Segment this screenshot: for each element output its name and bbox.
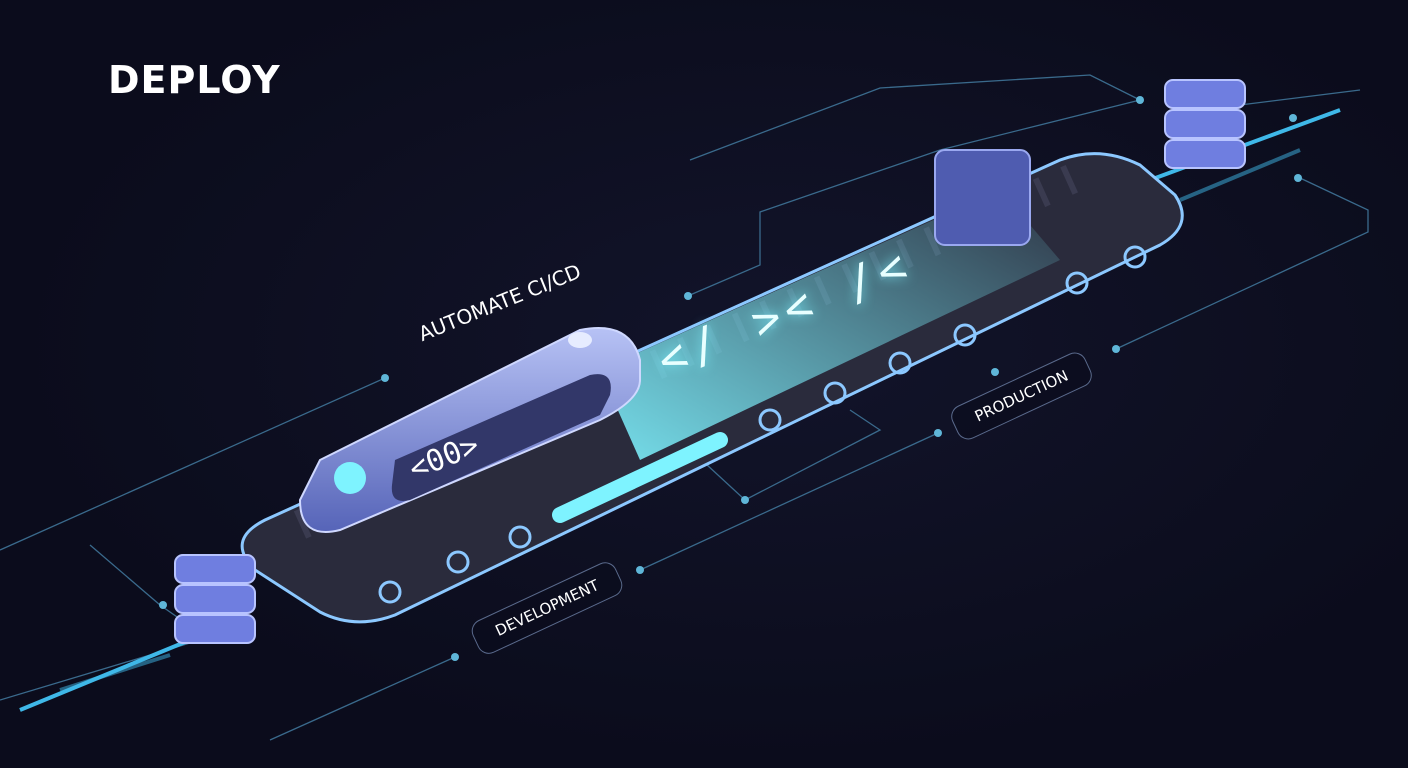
circuit-lines xyxy=(0,74,1369,741)
server-icon-right xyxy=(1164,79,1246,169)
belt-rollers xyxy=(378,245,1147,604)
circuit-nodes xyxy=(159,96,1302,661)
page-title: DEPLOY xyxy=(108,58,281,102)
lens-icon xyxy=(334,462,366,494)
server-cube-icon xyxy=(934,149,1031,246)
server-icon-left xyxy=(174,554,256,644)
code-module xyxy=(298,327,641,533)
progress-glow-bar xyxy=(552,432,728,523)
data-beam xyxy=(600,190,1060,460)
